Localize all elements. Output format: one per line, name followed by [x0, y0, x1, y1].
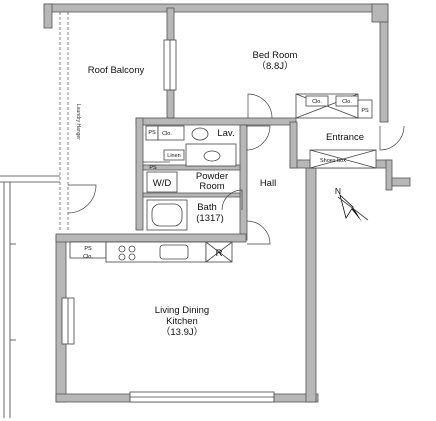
label-closet-2: Clo. [342, 99, 352, 105]
label-ldk-size: （13.9J） [161, 326, 203, 338]
label-hall: Hall [260, 178, 276, 189]
wet-area-fixtures [143, 125, 237, 231]
label-ps-lav: PS [148, 130, 156, 136]
compass-north-label: N [335, 186, 341, 196]
windows [61, 39, 275, 403]
balcony-boundary [0, 12, 69, 418]
label-shoes-box: Shoes box [320, 158, 346, 164]
kitchen [69, 241, 233, 263]
label-ps-powder: PS [149, 165, 157, 171]
compass-icon [337, 193, 369, 222]
label-closet-1: Clo. [312, 99, 322, 105]
label-bath: Bath [197, 202, 217, 213]
label-powder-room-line2: Room [199, 181, 224, 192]
label-refrigerator: R [216, 248, 223, 259]
door-swings [67, 93, 405, 245]
closets [295, 93, 377, 169]
label-ldk-line2: Kitchen [166, 316, 198, 327]
label-closet-kitchen: Clo. [83, 254, 93, 260]
label-wd: W/D [153, 178, 172, 189]
label-ps-kitchen: PS [84, 246, 92, 252]
outer-walls [43, 3, 411, 403]
label-closet-lav: Clo. [162, 131, 172, 137]
label-bed-room: Bed Room [253, 50, 298, 61]
label-ps-bedroom: PS [361, 108, 369, 114]
label-laundry-hanger: Laundry Hanger [75, 104, 81, 140]
label-linen: Linen [167, 153, 180, 159]
label-bed-room-size: （8.8J） [257, 60, 294, 72]
label-lav: Lav. [217, 128, 234, 139]
label-roof-balcony: Roof Balcony [88, 65, 145, 76]
label-powder-room-line1: Powder [196, 171, 228, 182]
label-ldk-line1: Living Dining [155, 305, 209, 316]
label-bath-size: (1317) [196, 213, 223, 224]
label-entrance: Entrance [326, 132, 364, 143]
